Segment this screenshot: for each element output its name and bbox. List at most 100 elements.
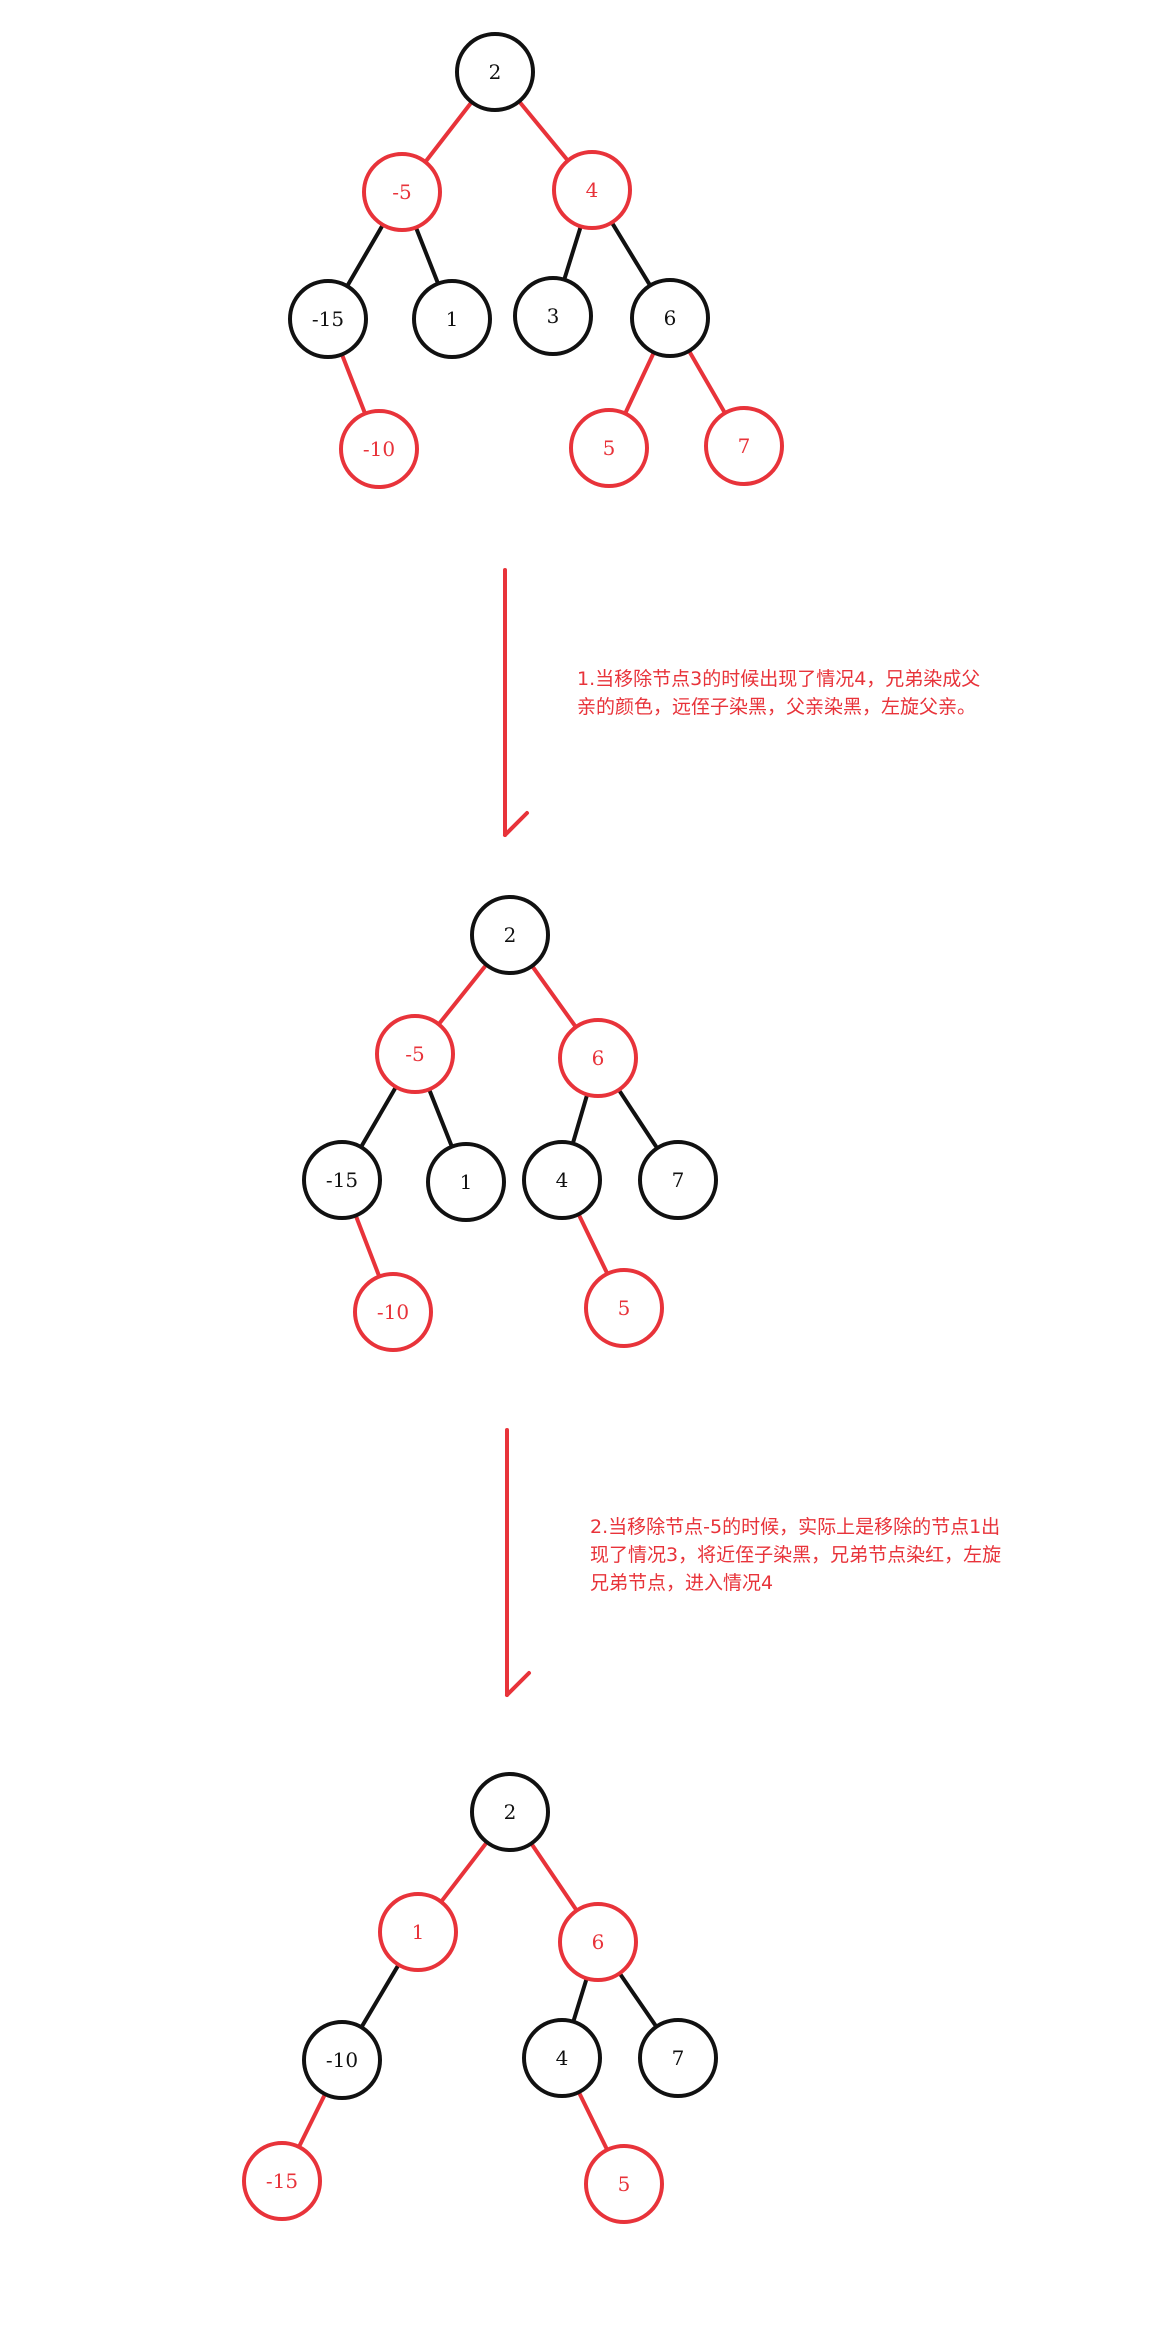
node-label: -10 (377, 1300, 409, 1324)
tree-node: 6 (630, 278, 710, 358)
node-circle (522, 1140, 602, 1220)
node-circle (470, 1772, 550, 1852)
tree-node: 4 (522, 2018, 602, 2098)
node-label: 6 (592, 1930, 605, 1954)
node-label: 4 (586, 178, 599, 202)
node-circle (638, 1140, 718, 1220)
node-circle (470, 895, 550, 975)
step-2-caption: 2.当移除节点-5的时候，实际上是移除的节点1出 现了情况3，将近侄子染黑，兄弟… (590, 1513, 1001, 1597)
node-label: 2 (504, 923, 517, 947)
node-label: 1 (446, 307, 459, 331)
tree-edge (517, 99, 570, 163)
node-circle (584, 1268, 664, 1348)
arrow-head (503, 811, 529, 837)
node-circle (302, 2020, 382, 2100)
tree-edge (423, 100, 474, 164)
node-circle (638, 2018, 718, 2098)
node-label: -15 (266, 2169, 298, 2193)
tree-node: -10 (302, 2020, 382, 2100)
node-label: 5 (603, 436, 616, 460)
node-label: 7 (672, 2046, 685, 2070)
step-2-caption-line: 现了情况3，将近侄子染黑，兄弟节点染红，左旋 (590, 1544, 1002, 1566)
tree-node: -10 (339, 409, 419, 489)
tree-node: 7 (638, 2018, 718, 2098)
node-label: -5 (405, 1042, 424, 1066)
tree-initial: 2 -5 4 -15 1 3 6 -10 5 7 (288, 32, 784, 489)
node-label: -10 (363, 437, 395, 461)
node-circle (558, 1018, 638, 1098)
tree-node: 3 (513, 276, 593, 356)
node-circle (412, 279, 492, 359)
tree-edge (529, 1841, 579, 1913)
node-label: 7 (738, 434, 751, 458)
tree-node: 4 (552, 150, 632, 230)
node-label: 5 (618, 1296, 631, 1320)
tree-edge (576, 1212, 610, 1276)
node-label: -5 (392, 180, 411, 204)
node-circle (513, 276, 593, 356)
arrow-head (505, 1671, 531, 1697)
tree-edge (576, 2090, 610, 2152)
tree-edge (562, 224, 583, 282)
tree-edge (570, 1092, 590, 1146)
node-label: 3 (547, 304, 560, 328)
tree-edge (623, 350, 656, 416)
node-label: 4 (556, 1168, 569, 1192)
tree-edge (617, 1971, 659, 2029)
node-circle (558, 1902, 638, 1982)
node-circle (704, 406, 784, 486)
tree-node: 2 (470, 895, 550, 975)
tree-edge (359, 1962, 401, 2030)
node-circle (584, 2144, 664, 2224)
node-label: 1 (412, 1920, 425, 1944)
node-label: 6 (592, 1046, 605, 1070)
node-circle (302, 1140, 382, 1220)
tree-node: 7 (638, 1140, 718, 1220)
node-circle (339, 409, 419, 489)
tree-edge (609, 220, 653, 288)
node-label: 5 (618, 2172, 631, 2196)
tree-edge (436, 962, 489, 1027)
tree-node: 1 (378, 1892, 458, 1972)
node-label: 1 (460, 1170, 473, 1194)
tree-edge (339, 352, 368, 416)
tree-node: 6 (558, 1902, 638, 1982)
tree-node: 5 (584, 2144, 664, 2224)
node-label: 4 (556, 2046, 569, 2070)
node-circle (378, 1892, 458, 1972)
node-label: -15 (312, 307, 344, 331)
node-label: 2 (489, 60, 502, 84)
tree-node: 4 (522, 1140, 602, 1220)
tree-node: 5 (569, 408, 649, 488)
node-circle (522, 2018, 602, 2098)
tree-after-step-2: 2 1 6 -10 4 7 -15 5 (242, 1772, 718, 2224)
node-circle (630, 278, 710, 358)
tree-edge (296, 2092, 328, 2149)
tree-edge (427, 1087, 454, 1149)
tree-edge (571, 1976, 589, 2024)
tree-edge (353, 1213, 382, 1279)
tree-node: -15 (302, 1140, 382, 1220)
tree-edge (616, 1087, 660, 1151)
tree-node: 6 (558, 1018, 638, 1098)
node-circle (288, 279, 368, 359)
step-1-caption-line: 亲的颜色，远侄子染黑，父亲染黑，左旋父亲。 (577, 696, 977, 718)
tree-node: 1 (426, 1142, 506, 1222)
step-1-caption: 1.当移除节点3的时候出现了情况4，兄弟染成父 亲的颜色，远侄子染黑，父亲染黑，… (577, 665, 980, 721)
node-circle (375, 1014, 455, 1094)
arrow-step-1 (503, 568, 529, 837)
tree-node: -5 (362, 152, 442, 232)
node-circle (353, 1272, 433, 1352)
node-circle (242, 2141, 322, 2221)
node-label: -15 (326, 1168, 358, 1192)
node-circle (362, 152, 442, 232)
node-circle (455, 32, 535, 112)
node-label: 2 (504, 1800, 517, 1824)
tree-edge (359, 1084, 398, 1150)
tree-edge (345, 222, 385, 289)
tree-after-step-1: 2 -5 6 -15 1 4 7 -10 5 (302, 895, 718, 1352)
step-2-caption-line: 兄弟节点，进入情况4 (590, 1572, 774, 1594)
tree-edge (439, 1840, 489, 1904)
node-circle (569, 408, 649, 488)
